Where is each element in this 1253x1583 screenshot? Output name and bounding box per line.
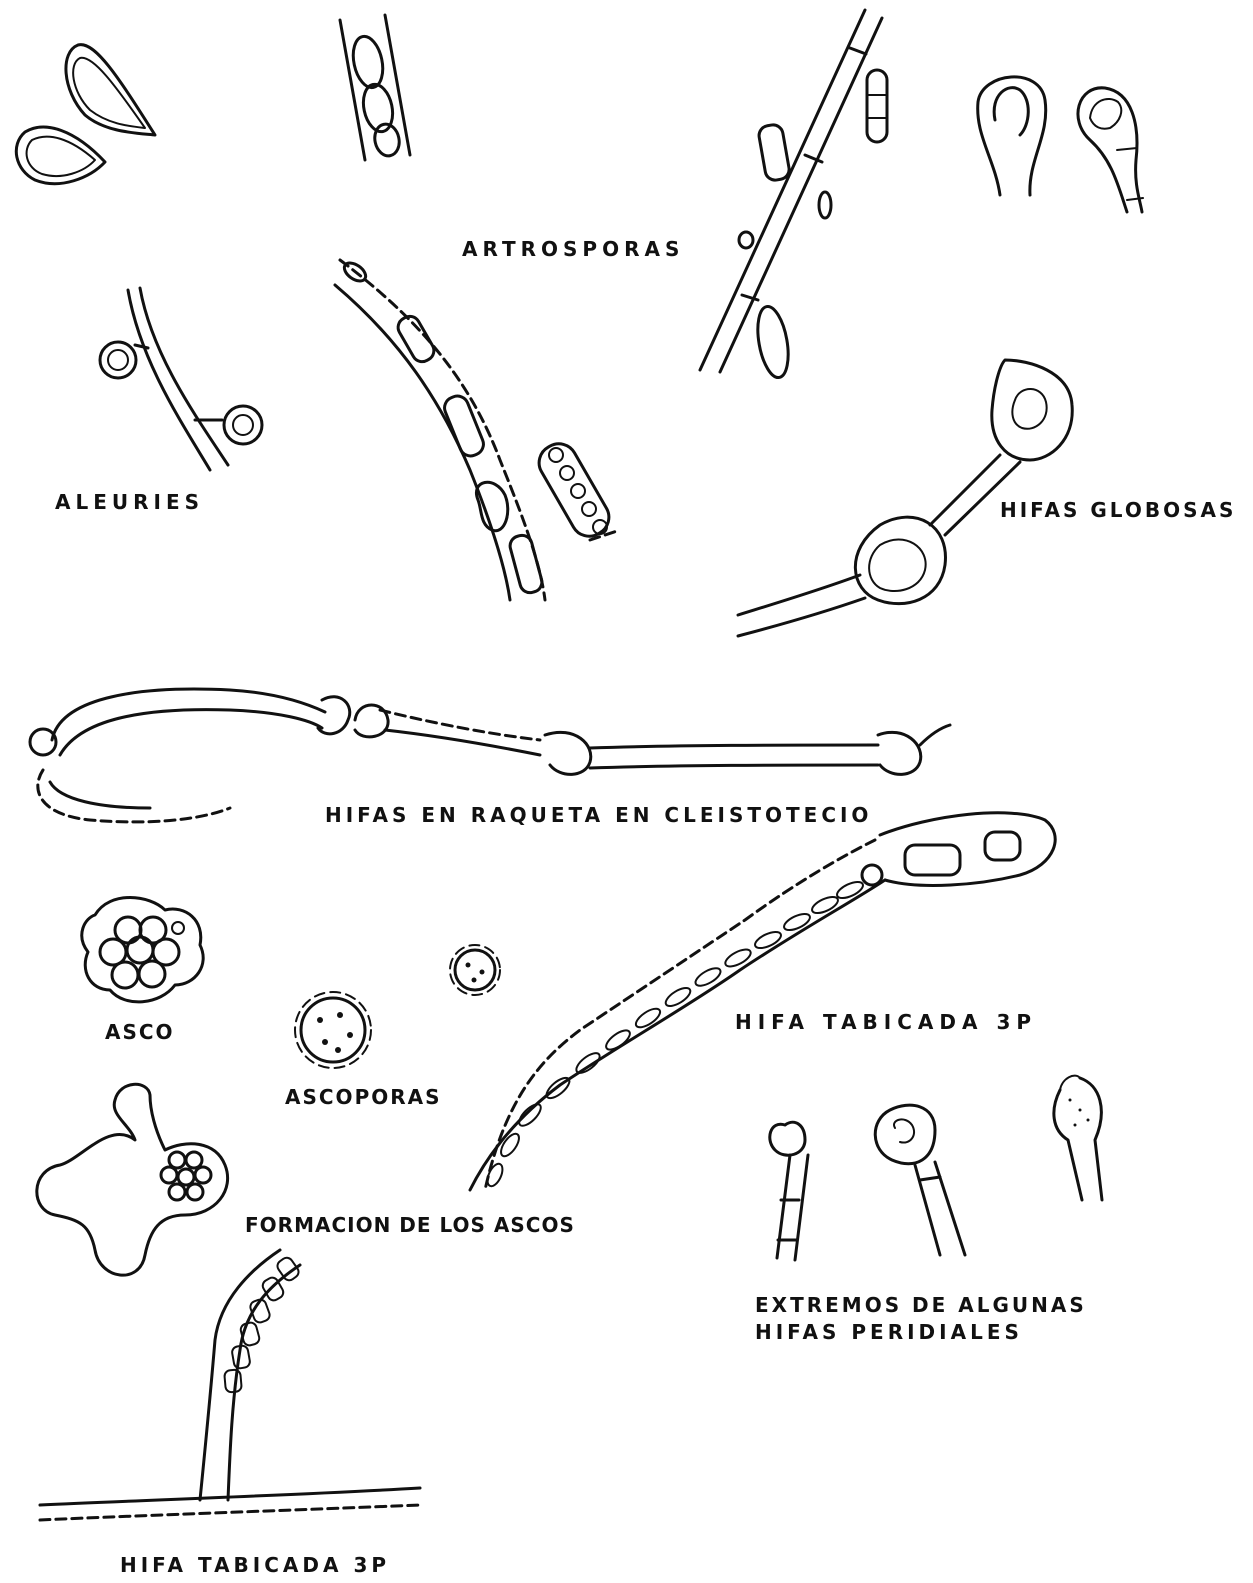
label-ascosporas: ASCOPORAS: [285, 1085, 442, 1109]
pear-spores-drawing: [16, 45, 155, 184]
label-hifa-tabicada-right: HIFA TABICADA 3P: [735, 1010, 1037, 1034]
arthrospore-chain-drawing: [533, 437, 620, 543]
aleuries-drawing: [100, 288, 262, 470]
arthrospore-hypha-drawing: [340, 15, 410, 160]
label-aleuries: ALEURIES: [55, 490, 204, 514]
label-artrosporas: ARTROSPORAS: [462, 237, 684, 261]
label-formacion-ascos: FORMACION DE LOS ASCOS: [245, 1213, 575, 1237]
ascospores-drawing: [295, 945, 500, 1068]
label-extremos-line1: EXTREMOS DE ALGUNAS: [755, 1293, 1087, 1317]
septate-hypha-racquet-drawing: [470, 813, 1055, 1190]
diagonal-hypha-drawing: [700, 10, 887, 380]
label-asco: ASCO: [105, 1020, 175, 1044]
club-cells-drawing: [978, 77, 1143, 212]
label-hifa-tabicada-bottom: HIFA TABICADA 3P: [120, 1553, 390, 1577]
label-hifas-globosas: HIFAS GLOBOSAS: [1000, 498, 1236, 522]
label-extremos-line2: HIFAS PERIDIALES: [755, 1320, 1023, 1344]
ascus-drawing: [82, 898, 203, 1002]
septate-branch-drawing: [40, 1250, 420, 1520]
label-hifas-raqueta: HIFAS EN RAQUETA EN CLEISTOTECIO: [325, 803, 872, 827]
curved-arthrospore-hypha-drawing: [335, 259, 545, 600]
peridial-hyphae-drawing: [770, 1076, 1102, 1260]
ascus-formation-drawing: [37, 1084, 228, 1275]
racquet-hyphae-drawing: [30, 689, 950, 822]
